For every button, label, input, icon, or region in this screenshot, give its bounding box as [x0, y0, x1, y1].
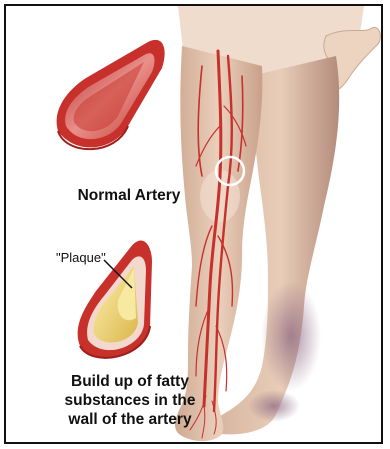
normal-artery-diagram — [57, 40, 165, 149]
diagram-frame: Normal Artery "Plaque" Build up of fatty… — [4, 4, 383, 444]
buildup-line-1: Build up of fatty — [50, 372, 210, 391]
plaque-label: "Plaque" — [56, 250, 106, 265]
buildup-line-2: substances in the — [50, 391, 210, 410]
bruise-mark — [261, 281, 321, 391]
buildup-line-3: wall of the artery — [50, 410, 210, 429]
normal-artery-label: Normal Artery — [54, 186, 204, 205]
buildup-caption: Build up of fatty substances in the wall… — [50, 372, 210, 429]
